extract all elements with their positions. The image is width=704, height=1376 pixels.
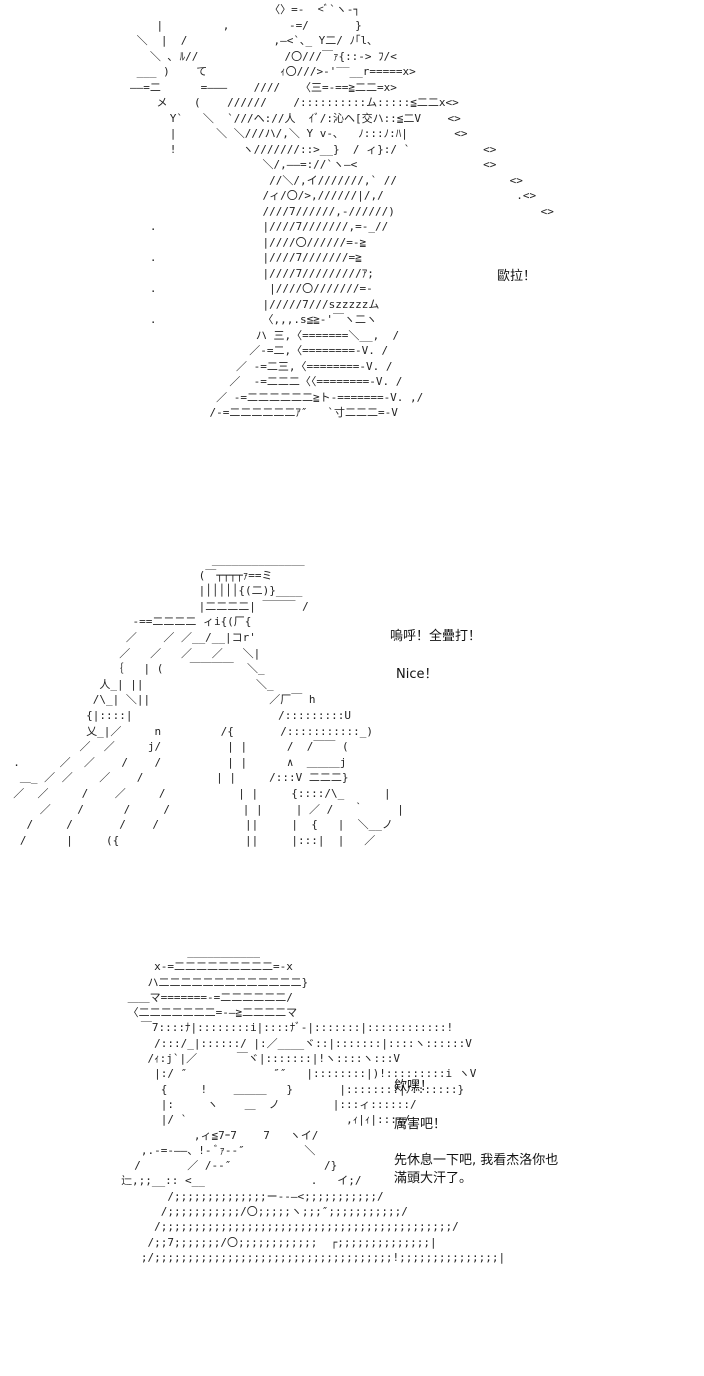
ascii-art-stand-rush: 〈〉=- <ﾞ`ヽ-┐ | , -=/ } ＼ | / ,—<`､_ Y二/ ﾉ…: [130, 3, 554, 419]
panel-2-full-combo: ______________ (￣┬┬┬┬ｧ==ミ |│││││{(二)}___…: [0, 548, 704, 888]
ascii-art-jotaro-grin: ___________ x-=二二二二二二二二二=-x ハ二二二二二二二二二二二…: [120, 945, 506, 1264]
caption-ehehe: 欸嘿！: [394, 1079, 434, 1094]
caption-ora: 歐拉！: [497, 269, 537, 284]
caption-take-a-rest: 先休息一下吧, 我看杰洛你也 滿頭大汗了。: [394, 1153, 559, 1186]
caption-full-combo: 嗚呼！全疊打！: [390, 629, 482, 644]
caption-nice: Nice！: [396, 667, 438, 682]
panel-1-punch-rush: 〈〉=- <ﾞ`ヽ-┐ | , -=/ } ＼ | / ,—<`､_ Y二/ ﾉ…: [0, 0, 704, 500]
ascii-art-jotaro-pose: ______________ (￣┬┬┬┬ｧ==ミ |│││││{(二)}___…: [13, 553, 404, 847]
panel-3-rest: ___________ x-=二二二二二二二二二=-x ハ二二二二二二二二二二二…: [0, 940, 704, 1320]
caption-impressive: 厲害吧！: [394, 1117, 447, 1132]
